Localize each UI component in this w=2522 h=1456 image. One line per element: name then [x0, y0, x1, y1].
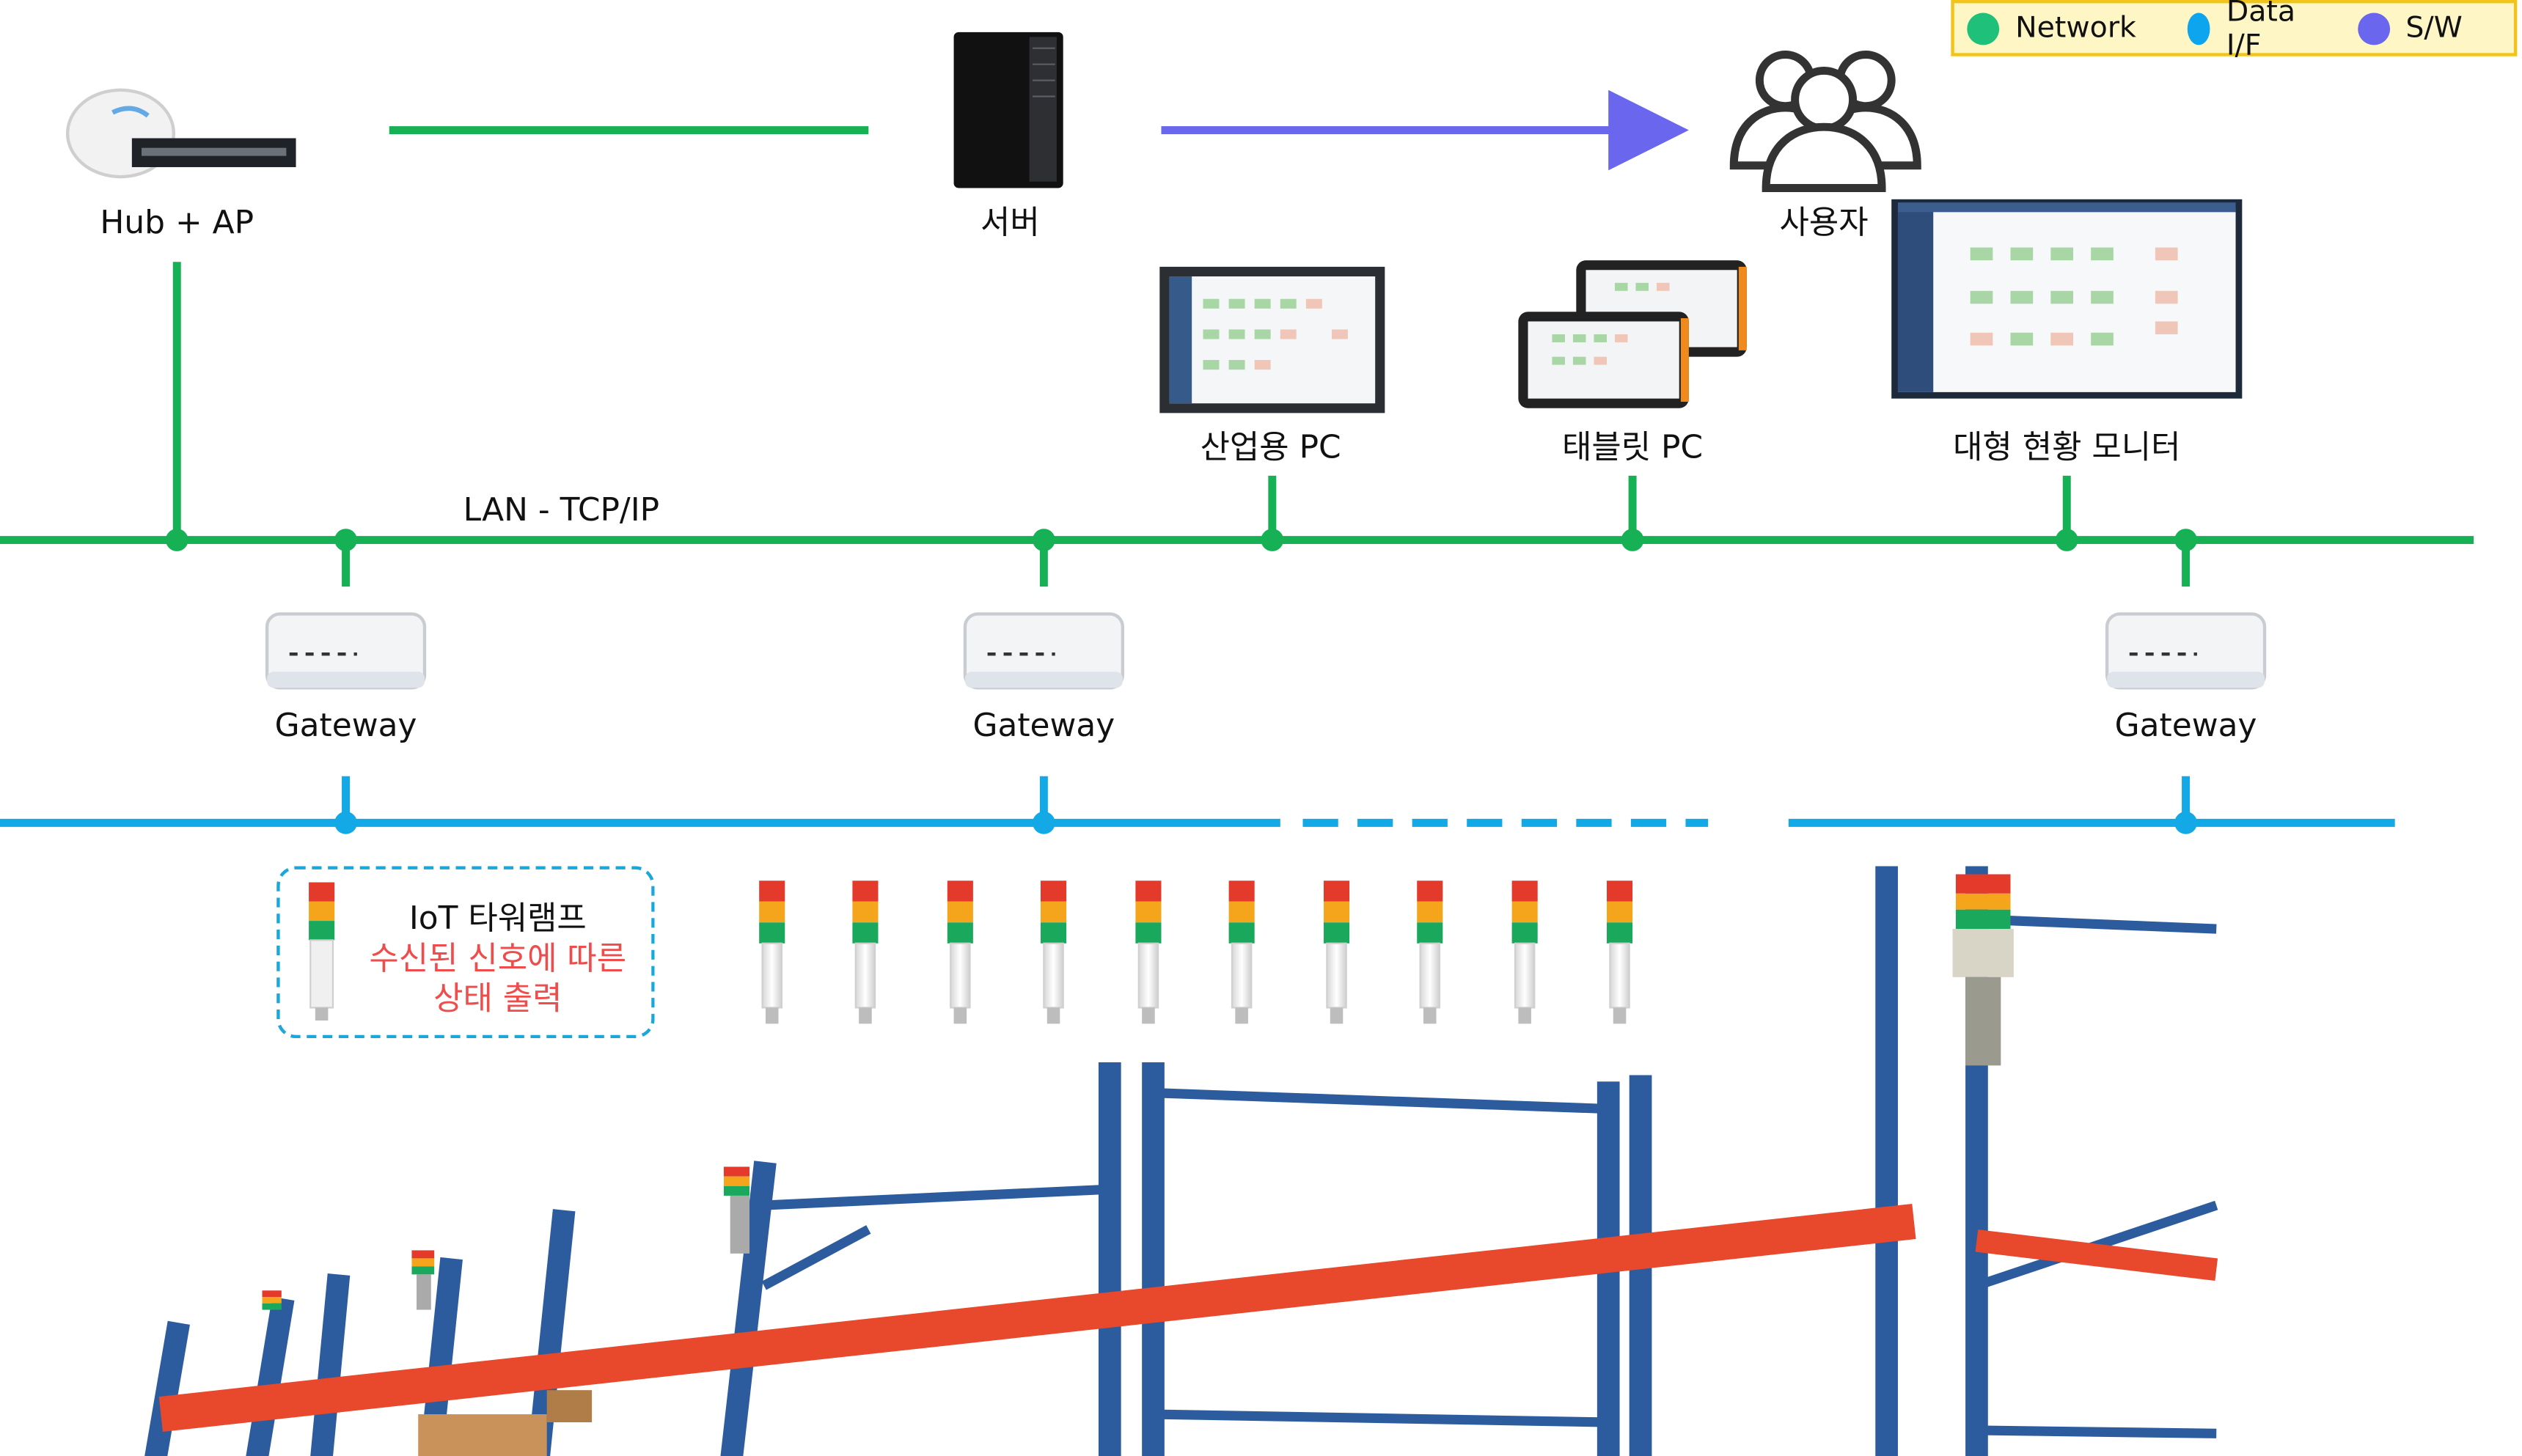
gateway-2-label: Gateway — [972, 709, 1115, 741]
legend: Network Data I/F S/W — [1951, 0, 2517, 56]
hub-ap-icon — [67, 90, 296, 177]
lan-label: LAN - TCP/IP — [463, 493, 659, 526]
tower-lamp — [947, 880, 973, 1023]
user-label: 사용자 — [1780, 206, 1869, 238]
note-line-2: 상태 출력 — [280, 982, 652, 1014]
tower-lamp — [1512, 880, 1538, 1023]
legend-item-data-if: Data I/F — [2188, 0, 2306, 62]
gateway-2-icon — [965, 614, 1123, 688]
tower-lamp — [1324, 880, 1349, 1023]
legend-item-network: Network — [1967, 11, 2136, 45]
hub-ap-label: Hub + AP — [100, 206, 254, 238]
server-icon — [954, 32, 1063, 188]
legend-item-sw: S/W — [2358, 11, 2463, 45]
legend-swatch-sw — [2358, 12, 2390, 44]
users-icon — [1734, 55, 1917, 188]
legend-swatch-data-if — [2188, 12, 2210, 44]
note-line-1: 수신된 신호에 따른 — [280, 942, 652, 974]
note-title: IoT 타워램프 — [280, 902, 652, 934]
gateway-3-icon — [2107, 614, 2265, 688]
tablet-pc-label: 태블릿 PC — [1562, 430, 1703, 463]
large-monitor-label: 대형 현황 모니터 — [1953, 430, 2180, 463]
tower-lamp — [1135, 880, 1161, 1023]
tablet-pc-image — [1518, 260, 1746, 408]
iot-tower-lamp-note: IoT 타워램프 수신된 신호에 따른 상태 출력 — [276, 867, 654, 1039]
legend-label-network: Network — [2015, 11, 2136, 45]
gateway-3-label: Gateway — [2115, 709, 2257, 741]
legend-label-data-if: Data I/F — [2226, 0, 2306, 62]
tower-lamp — [852, 880, 878, 1023]
large-monitor-image — [1891, 199, 2242, 399]
industrial-pc-label: 산업용 PC — [1200, 430, 1341, 463]
industrial-pc-image — [1159, 267, 1385, 413]
tower-lamp — [1417, 880, 1443, 1023]
tower-lamp — [1607, 880, 1632, 1023]
gateway-1-icon — [267, 614, 425, 688]
tower-lamp-row — [759, 880, 1632, 1023]
tower-lamp — [759, 880, 785, 1023]
legend-label-sw: S/W — [2405, 11, 2462, 45]
server-label: 서버 — [980, 206, 1040, 238]
tower-lamp — [1229, 880, 1255, 1023]
gateway-1-label: Gateway — [275, 709, 417, 741]
legend-swatch-network — [1967, 12, 1999, 44]
tower-lamp — [1041, 880, 1066, 1023]
